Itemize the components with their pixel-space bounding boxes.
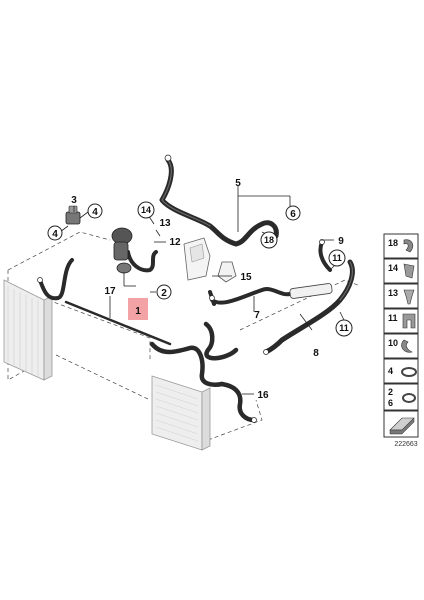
callout-11b-ring (335, 319, 353, 337)
callout-4b-ring (47, 225, 63, 241)
callout-11a-ring (328, 249, 346, 267)
sensor-3 (65, 205, 81, 225)
callout-14[interactable]: 14 (141, 205, 151, 215)
callout-13[interactable]: 13 (159, 218, 171, 229)
parts-legend: 18 14 13 11 10 4 (383, 233, 419, 448)
callout-18-ring (260, 231, 278, 249)
callout-9[interactable]: 9 (338, 236, 344, 247)
legend-item-11[interactable]: 11 (383, 308, 419, 334)
bracket-icon (403, 263, 415, 279)
callout-8[interactable]: 8 (313, 348, 319, 359)
callout-3[interactable]: 3 (71, 195, 77, 206)
callout-2-ring (156, 284, 172, 300)
o-ring-icon (401, 367, 417, 377)
tape-edge-icon (389, 417, 415, 435)
callout-11a[interactable]: 11 (332, 253, 342, 263)
legend-item-num: 13 (388, 288, 398, 298)
callout-18[interactable]: 18 (264, 235, 274, 245)
holder-icon (402, 313, 416, 329)
callout-4a-ring (87, 203, 103, 219)
legend-item-num: 11 (388, 313, 398, 323)
hose-clips (37, 154, 325, 423)
callout-7[interactable]: 7 (254, 310, 260, 321)
callout-labels: 1 2 3 4 4 5 6 7 8 9 11 11 12 13 14 15 16… (47, 178, 353, 401)
callout-17[interactable]: 17 (104, 286, 116, 297)
callout-12[interactable]: 12 (169, 237, 181, 248)
legend-item-18[interactable]: 18 (383, 233, 419, 259)
coolant-pump (111, 227, 133, 274)
expanding-rivet-icon (403, 289, 415, 305)
legend-item-13[interactable]: 13 (383, 283, 419, 309)
callout-4b[interactable]: 4 (52, 229, 58, 240)
clip-icon (403, 239, 414, 253)
callout-6[interactable]: 6 (290, 209, 296, 220)
callout-16[interactable]: 16 (257, 390, 269, 401)
legend-item-tape[interactable] (383, 410, 419, 438)
legend-item-14[interactable]: 14 (383, 258, 419, 284)
legend-item-num2: 6 (388, 398, 393, 408)
main-radiator (3, 279, 53, 381)
auxiliary-radiator (151, 375, 211, 451)
callout-2[interactable]: 2 (161, 288, 167, 299)
callout-5[interactable]: 5 (235, 178, 241, 189)
legend-item-2-6[interactable]: 2 6 (383, 383, 419, 411)
diagram-code: 222663 (394, 441, 417, 448)
hose-clamp-icon (401, 339, 413, 353)
legend-item-num: 18 (388, 238, 398, 248)
seal-ring-icon (402, 393, 416, 403)
legend-item-num: 10 (388, 338, 398, 348)
legend-item-10[interactable]: 10 (383, 333, 419, 359)
bracket-15 (217, 261, 237, 283)
callout-15[interactable]: 15 (240, 272, 252, 283)
legend-item-num: 14 (388, 263, 398, 273)
callout-4a[interactable]: 4 (92, 207, 98, 218)
highlight-part-1 (128, 298, 148, 320)
legend-item-4[interactable]: 4 (383, 358, 419, 384)
callout-6-ring (285, 205, 301, 221)
legend-item-num: 2 (388, 387, 393, 397)
leader-lines (59, 186, 345, 395)
expansion-part (183, 237, 211, 281)
hoses (38, 157, 355, 423)
connector-tube (289, 283, 333, 299)
callout-11b[interactable]: 11 (339, 323, 349, 333)
callout-14-ring (137, 201, 155, 219)
callout-1[interactable]: 1 (135, 306, 141, 317)
legend-item-num: 4 (388, 366, 393, 376)
